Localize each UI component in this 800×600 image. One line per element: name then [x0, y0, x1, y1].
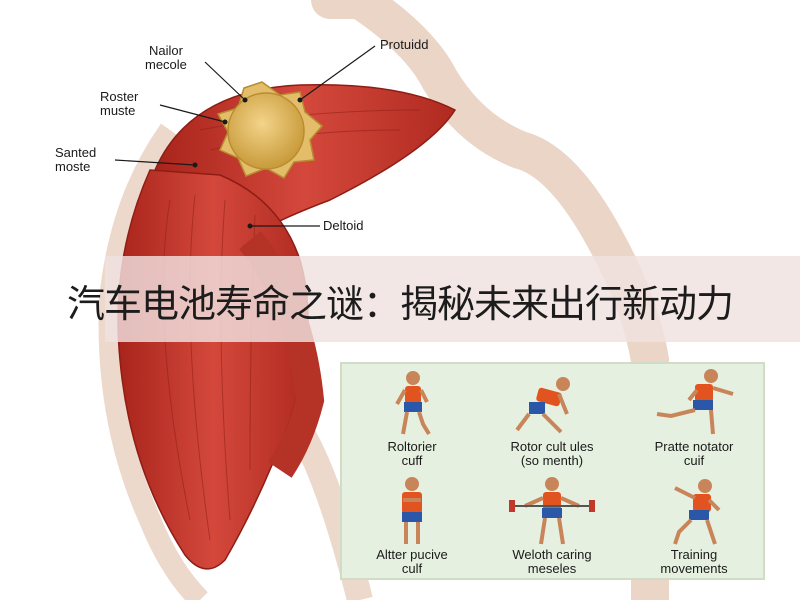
- shoulder-joint-ball: [227, 92, 305, 170]
- arm-outline: [98, 123, 208, 600]
- exercise-figure: [673, 479, 721, 545]
- label-nailor-muscle: Nailor mecole: [145, 43, 187, 72]
- exercise-figure: [395, 371, 431, 436]
- label-deltoid: Deltoid: [323, 218, 364, 233]
- exercise-figure: [402, 477, 422, 544]
- exercise-figure: [509, 477, 595, 545]
- exercise-figure: [656, 369, 734, 435]
- exercise-figure: [515, 377, 570, 434]
- label-protuidd: Protuidd: [380, 37, 429, 52]
- label-roster-muste: Roster muste: [100, 89, 139, 118]
- exercise-caption: Rotor cult ules(so menth): [510, 439, 594, 468]
- label-santed-moste: Santed moste: [55, 145, 97, 174]
- title-band: [105, 256, 800, 342]
- banner-title: 汽车电池寿命之谜：揭秘未来出行新动力: [66, 282, 734, 326]
- exercise-item: Rotor cult ules(so menth): [482, 368, 622, 468]
